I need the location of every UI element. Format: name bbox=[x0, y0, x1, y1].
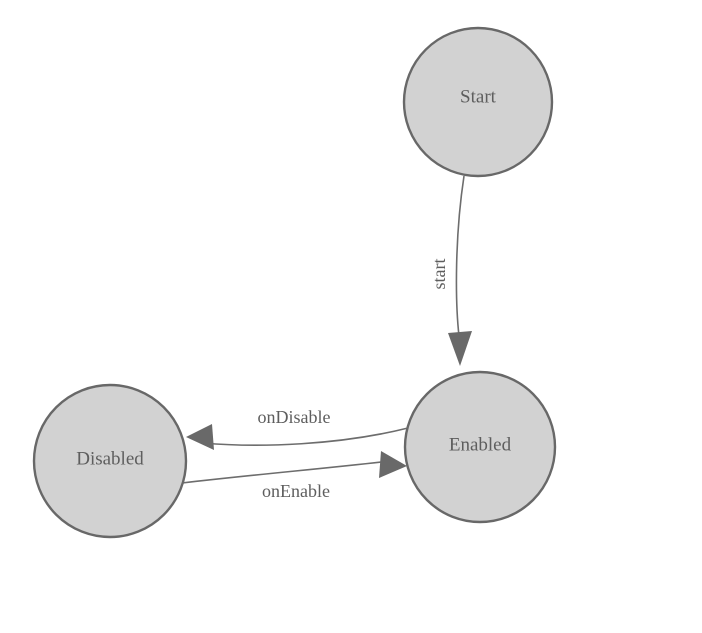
node-disabled-circle bbox=[32, 383, 188, 539]
edge-enabled-to-disabled[interactable]: onDisable bbox=[186, 407, 409, 450]
edge-label-onenable: onEnable bbox=[262, 481, 330, 501]
edge-enabled-to-disabled-path bbox=[202, 427, 409, 446]
edge-disabled-to-enabled[interactable]: onEnable bbox=[181, 451, 407, 501]
node-enabled-label: Enabled bbox=[449, 434, 512, 455]
edge-start-to-enabled[interactable]: start bbox=[429, 175, 472, 366]
node-disabled[interactable]: Disabled bbox=[32, 383, 188, 539]
arrowhead-left-icon bbox=[186, 424, 214, 450]
edge-disabled-to-enabled-path bbox=[181, 460, 391, 484]
edge-start-to-enabled-path bbox=[455, 175, 465, 337]
node-start[interactable]: Start bbox=[402, 26, 554, 178]
node-enabled-circle bbox=[403, 370, 557, 524]
node-disabled-label: Disabled bbox=[76, 448, 144, 469]
node-enabled[interactable]: Enabled bbox=[403, 370, 557, 524]
node-start-circle bbox=[402, 26, 554, 178]
node-start-label: Start bbox=[460, 86, 497, 107]
edge-label-ondisable: onDisable bbox=[258, 407, 331, 427]
arrowhead-down-icon bbox=[448, 331, 472, 366]
edge-label-start: start bbox=[429, 259, 449, 290]
arrowhead-right-icon bbox=[379, 451, 407, 478]
